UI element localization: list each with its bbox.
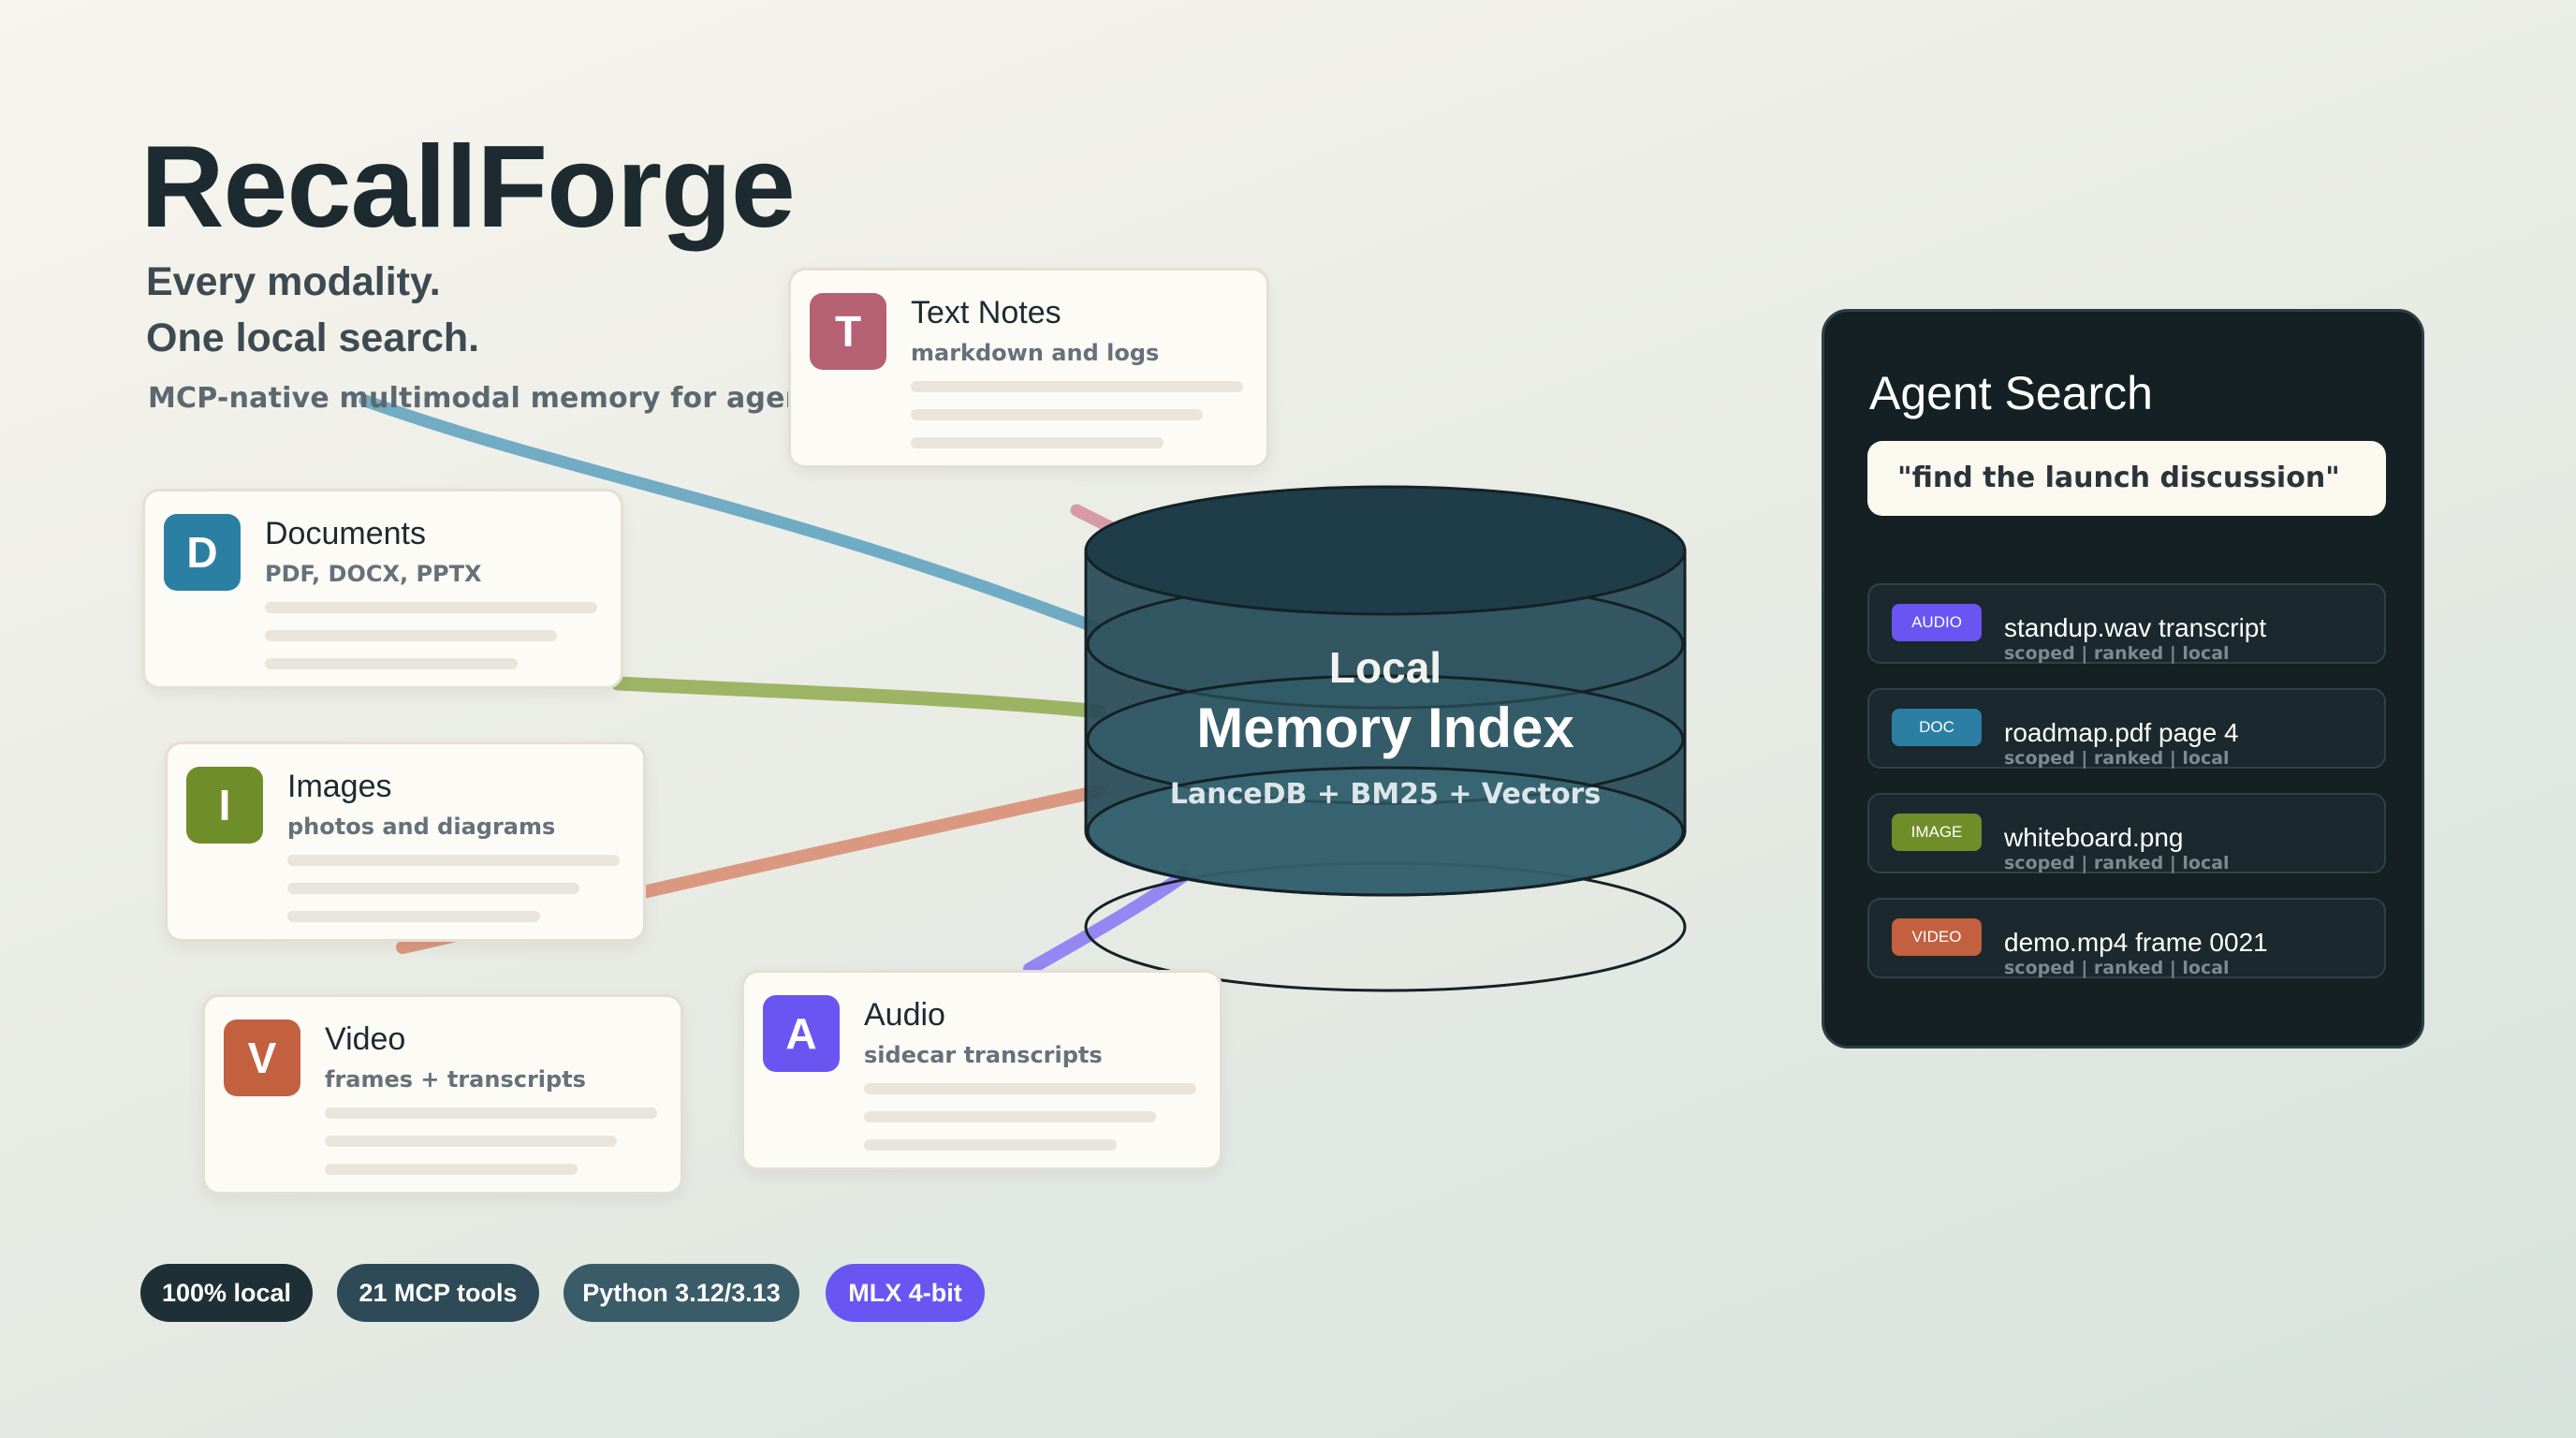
search-result-item[interactable]: AUDIO standup.wav transcript scoped | ra…: [1867, 583, 2386, 664]
placeholder-line: [325, 1164, 578, 1175]
source-card-audio: A Audio sidecar transcripts: [741, 970, 1222, 1170]
card-subtitle: PDF, DOCX, PPTX: [265, 561, 482, 587]
chip-mlx: MLX 4-bit: [826, 1264, 985, 1322]
result-meta: scoped | ranked | local: [2004, 958, 2230, 978]
modality-badge: AUDIO: [1892, 604, 1982, 641]
memory-index-label-line-2: Memory Index: [1196, 697, 1574, 759]
source-card-images: I Images photos and diagrams: [165, 741, 646, 942]
card-subtitle: photos and diagrams: [287, 814, 556, 840]
placeholder-line: [864, 1139, 1117, 1151]
card-subtitle: markdown and logs: [911, 340, 1160, 366]
card-title: Documents: [265, 516, 426, 551]
result-meta: scoped | ranked | local: [2004, 643, 2230, 664]
result-name: whiteboard.png: [2004, 823, 2184, 852]
result-meta: scoped | ranked | local: [2004, 853, 2230, 873]
placeholder-line: [864, 1111, 1156, 1123]
letter-i-icon: I: [186, 767, 263, 844]
connector-images: [610, 676, 1107, 719]
source-card-documents: D Documents PDF, DOCX, PPTX: [142, 489, 623, 689]
chip-mcp-tools: 21 MCP tools: [337, 1264, 539, 1322]
letter-a-icon: A: [763, 995, 840, 1072]
placeholder-line: [911, 409, 1203, 420]
search-result-item[interactable]: VIDEO demo.mp4 frame 0021 scoped | ranke…: [1867, 898, 2386, 978]
memory-index-cylinder: [1084, 485, 1687, 992]
source-card-video: V Video frames + transcripts: [202, 994, 683, 1195]
placeholder-line: [864, 1083, 1196, 1094]
search-result-item[interactable]: DOC roadmap.pdf page 4 scoped | ranked |…: [1867, 688, 2386, 769]
card-title: Text Notes: [911, 295, 1061, 330]
source-card-text-notes: T Text Notes markdown and logs: [788, 268, 1269, 468]
search-result-item[interactable]: IMAGE whiteboard.png scoped | ranked | l…: [1867, 793, 2386, 873]
placeholder-line: [287, 911, 540, 922]
card-title: Images: [287, 769, 392, 804]
placeholder-line: [287, 855, 620, 866]
memory-index-label-line-3: LanceDB + BM25 + Vectors: [1169, 778, 1602, 811]
subtitle: MCP-native multimodal memory for agents: [148, 382, 836, 415]
memory-index-label-line-1: Local: [1328, 643, 1442, 692]
letter-d-icon: D: [164, 514, 241, 591]
letter-t-icon: T: [810, 293, 886, 370]
placeholder-line: [287, 883, 579, 894]
placeholder-line: [911, 437, 1164, 448]
card-title: Audio: [864, 997, 945, 1033]
modality-badge: IMAGE: [1892, 814, 1982, 851]
connector-documents: [359, 394, 1102, 634]
result-name: demo.mp4 frame 0021: [2004, 928, 2268, 957]
modality-badge: VIDEO: [1892, 918, 1982, 956]
letter-v-icon: V: [224, 1020, 300, 1096]
placeholder-line: [911, 381, 1243, 392]
card-title: Video: [325, 1021, 406, 1057]
agent-search-title: Agent Search: [1869, 367, 2153, 419]
result-name: standup.wav transcript: [2004, 613, 2267, 642]
placeholder-line: [265, 658, 518, 669]
tagline-line-2: One local search.: [146, 315, 480, 360]
result-name: roadmap.pdf page 4: [2004, 718, 2239, 747]
placeholder-line: [265, 602, 597, 613]
result-meta: scoped | ranked | local: [2004, 748, 2230, 769]
cylinder-band-3: [1086, 766, 1685, 897]
chip-local: 100% local: [140, 1264, 313, 1322]
modality-badge: DOC: [1892, 709, 1982, 746]
connector-audio: [1023, 869, 1191, 976]
search-query-input[interactable]: "find the launch discussion": [1867, 441, 2386, 516]
placeholder-line: [265, 630, 557, 641]
placeholder-line: [325, 1108, 657, 1119]
cylinder-top: [1084, 485, 1687, 616]
agent-search-panel: Agent Search "find the launch discussion…: [1822, 309, 2424, 1049]
card-subtitle: sidecar transcripts: [864, 1042, 1103, 1068]
card-subtitle: frames + transcripts: [325, 1066, 586, 1093]
tagline-line-1: Every modality.: [146, 259, 441, 304]
app-title: RecallForge: [140, 123, 796, 252]
chip-python-version: Python 3.12/3.13: [564, 1264, 799, 1322]
placeholder-line: [325, 1136, 617, 1147]
